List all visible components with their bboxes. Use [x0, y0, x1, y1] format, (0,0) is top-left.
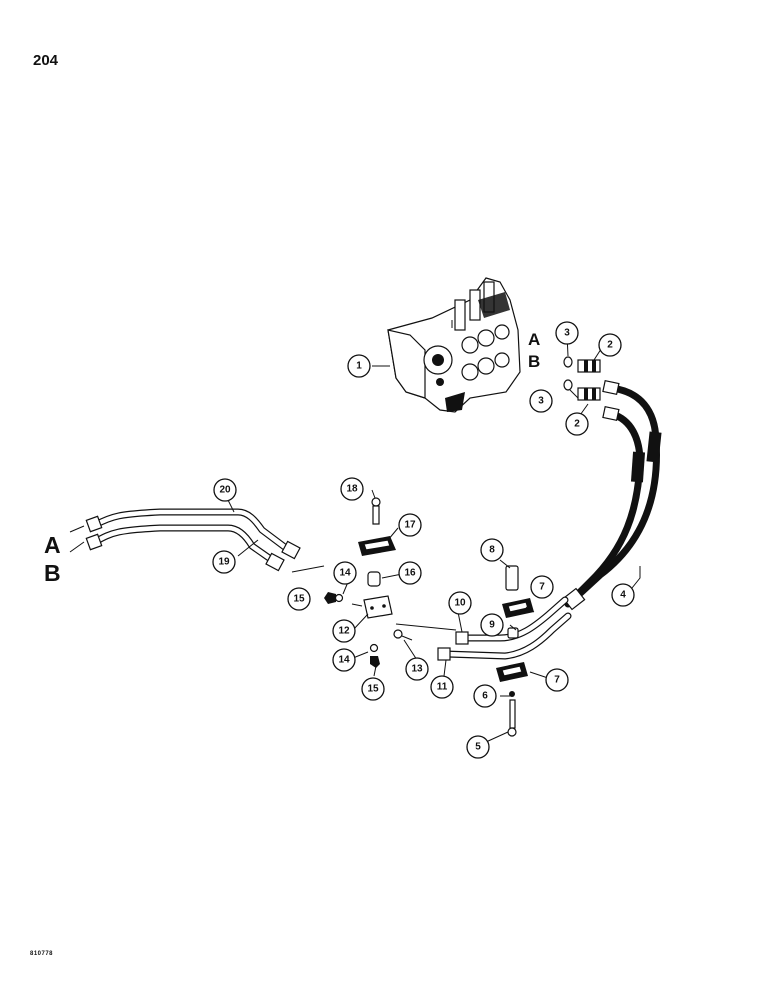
- tube-a: [91, 508, 290, 552]
- svg-text:12: 12: [338, 626, 350, 637]
- svg-text:3: 3: [538, 396, 544, 407]
- tube-port-label-a: A: [44, 532, 61, 558]
- svg-text:13: 13: [411, 664, 423, 675]
- page-number: 204: [33, 52, 59, 69]
- callout-2-upper: 2: [598, 333, 622, 357]
- callout-19: 19: [212, 550, 236, 574]
- svg-text:10: 10: [454, 598, 466, 609]
- svg-text:8: 8: [489, 545, 495, 556]
- callout-8: 8: [480, 538, 504, 562]
- washer-14-lower: [369, 643, 379, 653]
- small-tube-11: [437, 612, 572, 661]
- callout-10: 10: [448, 591, 472, 615]
- callout-2-lower: 2: [565, 412, 589, 436]
- tube-b: [91, 524, 276, 564]
- svg-text:7: 7: [539, 582, 545, 593]
- o-ring-upper: [563, 356, 573, 368]
- callout-14-lower: 14: [332, 648, 356, 672]
- svg-text:4: 4: [620, 590, 626, 601]
- callout-11: 11: [430, 675, 454, 699]
- callout-7-upper: 7: [530, 575, 554, 599]
- callout-3-upper: 3: [555, 321, 579, 345]
- callout-1: 1: [347, 354, 371, 378]
- svg-text:2: 2: [574, 419, 580, 430]
- callout-12: 12: [332, 619, 356, 643]
- svg-text:9: 9: [489, 620, 495, 631]
- svg-text:15: 15: [367, 684, 379, 695]
- callout-18: 18: [340, 477, 364, 501]
- svg-text:20: 20: [219, 485, 231, 496]
- callout-5: 5: [466, 735, 490, 759]
- svg-text:2: 2: [607, 340, 613, 351]
- drawing-code: 810778: [30, 951, 54, 957]
- valve-port-label-a: A: [528, 330, 541, 349]
- control-valve: [387, 277, 521, 413]
- adapter-lower: [577, 387, 601, 401]
- callout-20: 20: [213, 478, 237, 502]
- callout-4: 4: [611, 583, 635, 607]
- tube-port-label-b: B: [44, 560, 61, 586]
- washer-14-upper: [334, 593, 344, 603]
- svg-text:18: 18: [346, 484, 358, 495]
- adapter-upper: [577, 359, 601, 373]
- svg-text:17: 17: [404, 520, 416, 531]
- svg-text:3: 3: [564, 328, 570, 339]
- bolt-13: [393, 629, 413, 641]
- svg-text:6: 6: [482, 691, 488, 702]
- o-ring-lower: [563, 379, 573, 391]
- callout-17: 17: [398, 513, 422, 537]
- callout-14-upper: 14: [333, 561, 357, 585]
- svg-text:14: 14: [338, 655, 350, 666]
- callout-15-upper: 15: [287, 587, 311, 611]
- callout-15-lower: 15: [361, 677, 385, 701]
- svg-text:19: 19: [218, 557, 230, 568]
- clamp-stack-upper: [351, 497, 396, 619]
- callout-3-lower: 3: [529, 389, 553, 413]
- svg-text:14: 14: [339, 568, 351, 579]
- svg-text:16: 16: [404, 568, 416, 579]
- callout-9: 9: [480, 613, 504, 637]
- svg-text:15: 15: [293, 594, 305, 605]
- svg-text:7: 7: [554, 675, 560, 686]
- svg-text:11: 11: [437, 682, 448, 693]
- valve-port-label-b: B: [528, 352, 541, 371]
- callout-13: 13: [405, 657, 429, 681]
- svg-text:5: 5: [475, 742, 481, 753]
- tube-fittings: [85, 515, 301, 572]
- hose-assembly: [562, 379, 662, 611]
- callout-7-lower: 7: [545, 668, 569, 692]
- svg-text:1: 1: [356, 361, 362, 372]
- nut-15-lower: [370, 656, 380, 668]
- callout-16: 16: [398, 561, 422, 585]
- callout-6: 6: [473, 684, 497, 708]
- small-tube-10: [455, 596, 569, 645]
